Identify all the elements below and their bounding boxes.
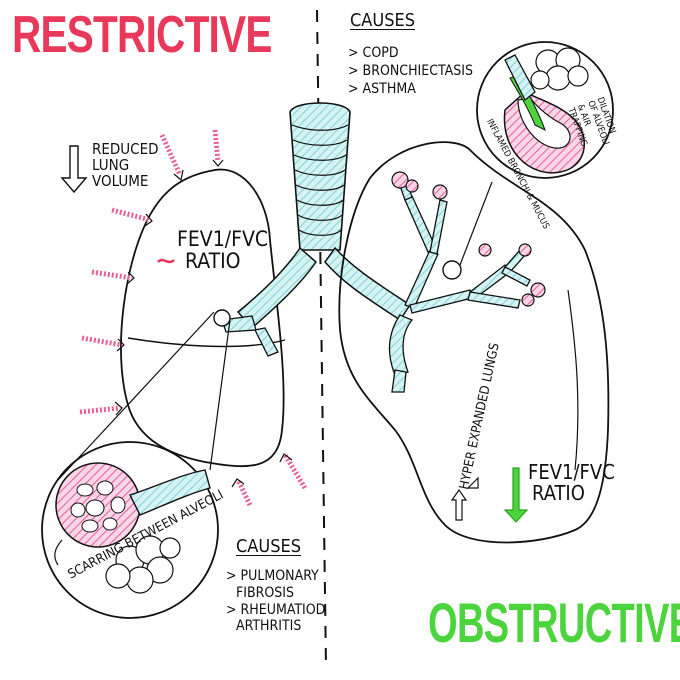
cause-item: > ASTHMA <box>348 81 416 98</box>
obstructive-causes-title: CAUSES <box>350 10 416 31</box>
trachea <box>213 102 414 393</box>
restrictive-causes-title: CAUSES <box>236 536 302 557</box>
inflamed-bronchi <box>503 47 589 174</box>
obstructive-causes-list: > COPD > BRONCHIECTASIS > ASTHMA <box>348 44 473 99</box>
scarred-alveoli <box>55 462 211 594</box>
restrictive-ratio-mark <box>157 258 175 264</box>
obstructive-lung-outline <box>338 141 610 544</box>
obstructive-ratio-arrow <box>503 467 529 523</box>
restrictive-causes-list: > PULMONARY FIBROSIS > RHEUMATIOD ARTHRI… <box>226 568 325 635</box>
cause-item: FIBROSIS <box>236 584 294 601</box>
obstructive-ratio-label: FEV1/FVC RATIO <box>528 460 615 505</box>
bronchial-tree <box>397 176 531 314</box>
compression-arrows <box>79 129 308 507</box>
cause-item: > PULMONARY <box>226 568 319 584</box>
cause-item: > RHEUMATIOD <box>226 601 326 618</box>
reduced-volume-label: REDUCED LUNG VOLUME <box>92 140 159 190</box>
restrictive-ratio-label: FEV1/FVC RATIO <box>177 227 269 274</box>
restrictive-heading: RESTRICTIVE <box>12 6 272 64</box>
restrictive-lung-outline <box>120 168 285 468</box>
obstructive-alveoli <box>391 171 546 307</box>
cause-item: > COPD <box>348 45 399 61</box>
cause-item: ARTHRITIS <box>236 618 302 635</box>
reduced-volume-arrow <box>60 145 88 194</box>
cause-item: > BRONCHIECTASIS <box>348 63 473 80</box>
obstructive-heading: OBSTRUCTIVE <box>428 591 680 654</box>
